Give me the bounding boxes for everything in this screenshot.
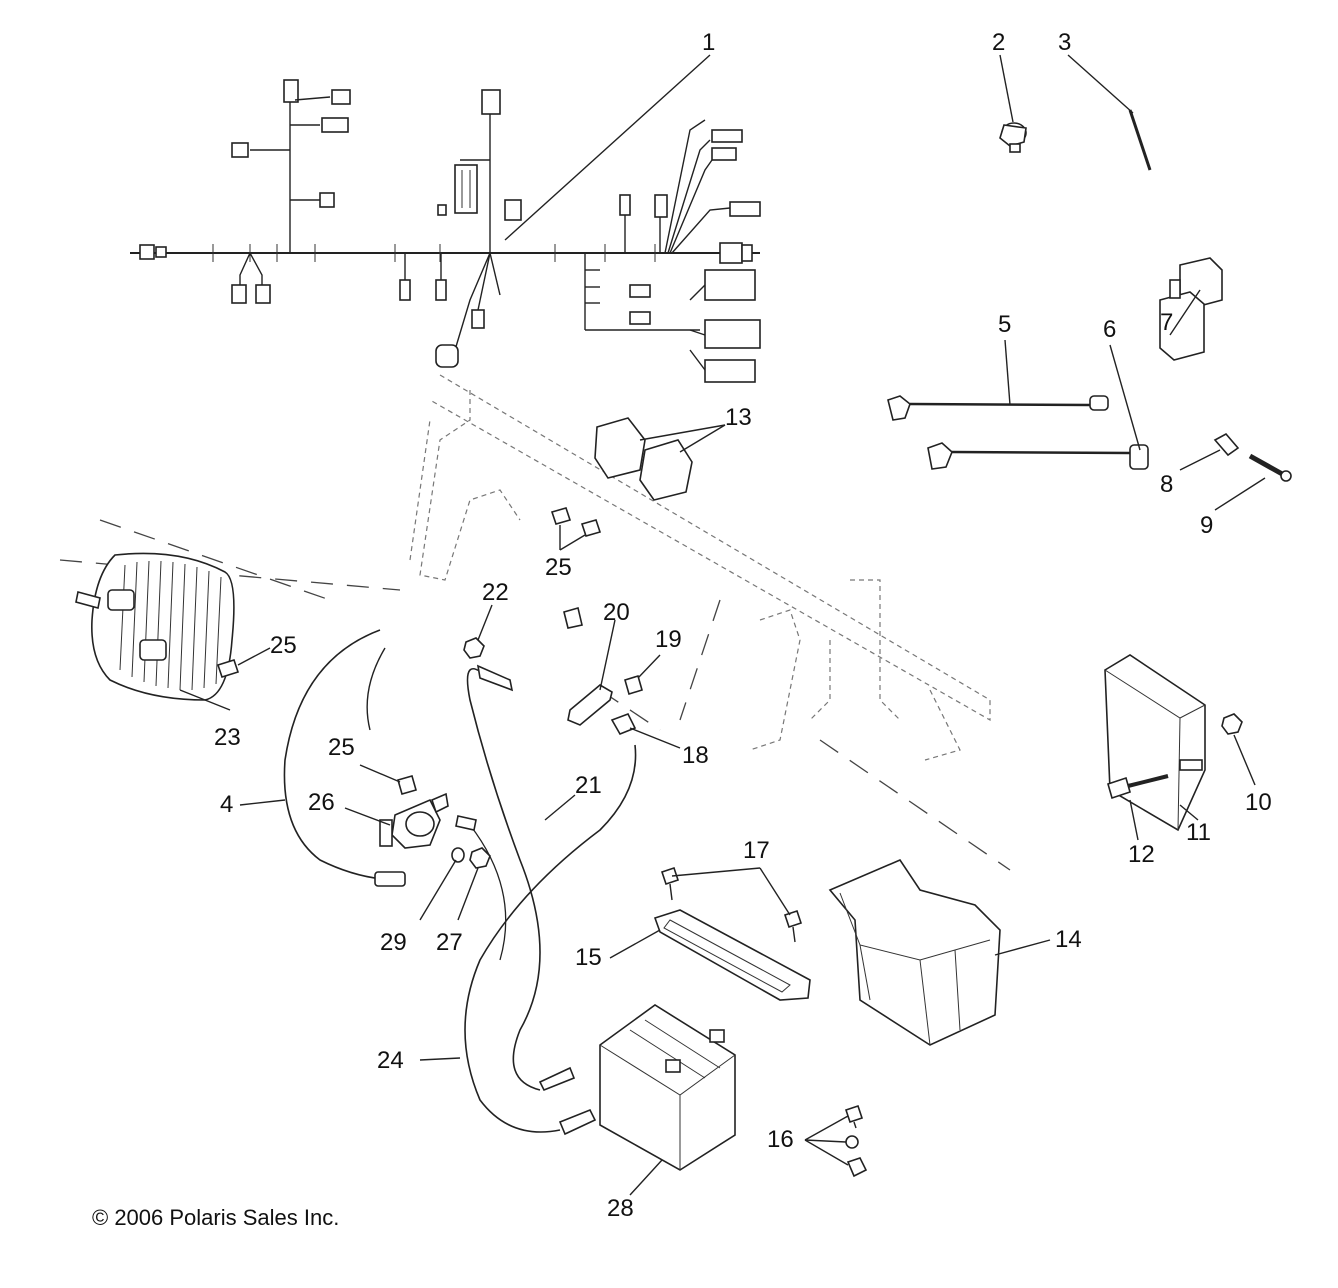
callout-2: 2 bbox=[992, 29, 1005, 56]
callout-3: 3 bbox=[1058, 29, 1071, 56]
callout-8: 8 bbox=[1160, 471, 1173, 498]
part-23-voltage-regulator bbox=[75, 552, 235, 711]
callout-6: 6 bbox=[1103, 316, 1116, 343]
part-16-hardware bbox=[804, 1104, 868, 1178]
part-7-relay-block bbox=[1159, 257, 1223, 361]
callout-12: 12 bbox=[1128, 841, 1155, 868]
callout-15: 15 bbox=[575, 944, 602, 971]
callout-28: 28 bbox=[607, 1195, 634, 1222]
callout-19: 19 bbox=[655, 626, 682, 653]
part-17-bolts bbox=[660, 866, 803, 943]
callout-7: 7 bbox=[1160, 309, 1173, 336]
callout-10: 10 bbox=[1245, 789, 1272, 816]
wiring-harness-schematic bbox=[130, 54, 761, 383]
part-25-screw-regulator bbox=[216, 647, 271, 678]
callout-labels: 1 2 3 4 5 6 7 8 9 10 11 12 13 14 15 16 1… bbox=[214, 29, 1272, 1222]
callout-17: 17 bbox=[743, 837, 770, 864]
callout-21: 21 bbox=[575, 772, 602, 799]
part-4-cable bbox=[239, 629, 406, 887]
part-9-bolt bbox=[1214, 453, 1292, 511]
callout-5: 5 bbox=[998, 311, 1011, 338]
part-28-battery bbox=[599, 1004, 736, 1196]
callout-9: 9 bbox=[1200, 512, 1213, 539]
part-18-terminal bbox=[610, 712, 681, 749]
part-8-spacer bbox=[1179, 432, 1240, 471]
callout-24: 24 bbox=[377, 1047, 404, 1074]
callout-26: 26 bbox=[308, 789, 335, 816]
part-14-battery-box bbox=[828, 859, 1051, 1046]
part-12-bolt bbox=[1107, 774, 1169, 841]
callout-22: 22 bbox=[482, 579, 509, 606]
callout-25-frame: 25 bbox=[545, 554, 572, 581]
part-19-screw bbox=[624, 654, 661, 696]
callout-20: 20 bbox=[603, 599, 630, 626]
callout-1: 1 bbox=[702, 29, 715, 56]
part-25-screw-left bbox=[359, 764, 417, 795]
callout-11: 11 bbox=[1186, 819, 1211, 846]
part-3-cable-tie bbox=[1067, 54, 1152, 171]
part-10-nut bbox=[1221, 713, 1256, 786]
part-27-nut bbox=[457, 847, 491, 921]
part-26-relay bbox=[344, 792, 449, 849]
callout-29: 29 bbox=[380, 929, 407, 956]
callout-25-regulator: 25 bbox=[270, 632, 297, 659]
part-20-terminal-strip bbox=[563, 607, 616, 726]
part-15-hold-down-strap bbox=[609, 909, 811, 1001]
callout-25-left: 25 bbox=[328, 734, 355, 761]
part-29-washer bbox=[419, 847, 465, 921]
callout-14: 14 bbox=[1055, 926, 1082, 953]
copyright-notice: © 2006 Polaris Sales Inc. bbox=[92, 1205, 339, 1230]
part-11-ecu-module bbox=[1104, 654, 1206, 832]
part-22-nut bbox=[463, 604, 493, 659]
callout-23: 23 bbox=[214, 724, 241, 751]
callout-16: 16 bbox=[767, 1126, 794, 1153]
callout-27: 27 bbox=[436, 929, 463, 956]
part-13-relays bbox=[594, 417, 726, 501]
part-24-cable bbox=[419, 744, 637, 1136]
part-5-sensor-lead bbox=[887, 339, 1109, 421]
part-21-cable bbox=[466, 664, 576, 1092]
vehicle-frame-outline bbox=[409, 374, 991, 761]
part-2-connector bbox=[999, 54, 1027, 153]
part-6-sensor-lead bbox=[927, 344, 1149, 470]
callout-4: 4 bbox=[220, 791, 233, 818]
callout-18: 18 bbox=[682, 742, 709, 769]
part-25-screws-frame bbox=[550, 507, 602, 551]
callout-13: 13 bbox=[725, 404, 752, 431]
